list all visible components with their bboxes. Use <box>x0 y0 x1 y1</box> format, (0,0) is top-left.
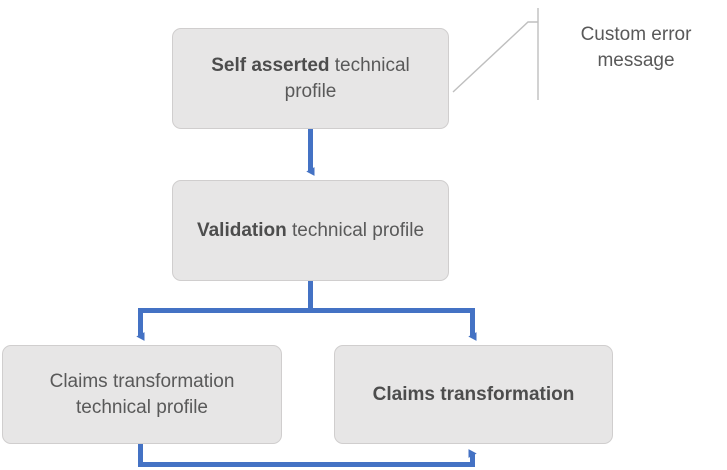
callout-custom-error-message: Custom error message <box>580 24 692 71</box>
connector-validation-to-claims-transformation-technical-profile <box>136 281 313 341</box>
connector-claims-transformation-technical-profile-to-claims-transformation <box>138 444 477 467</box>
node-label-emphasis: Self asserted <box>211 55 330 77</box>
node-label: Claims transformation technical profile <box>15 369 269 419</box>
node-label: Claims transformation <box>347 382 600 407</box>
node-label-emphasis: Claims transformation <box>372 383 575 405</box>
connector-validation-to-claims-transformation <box>308 281 477 341</box>
node-claims-transformation-technical-profile[interactable]: Claims transformation technical profile <box>2 345 282 444</box>
node-label-rest: Claims transformation technical profile <box>49 371 235 418</box>
node-self-asserted-technical-profile[interactable]: Self asserted technical profile <box>172 28 449 129</box>
node-label: Self asserted technical profile <box>185 53 436 103</box>
node-label-rest: technical profile <box>284 55 410 102</box>
node-label-rest: technical profile <box>286 219 425 241</box>
node-claims-transformation[interactable]: Claims transformation <box>334 345 613 444</box>
node-validation-technical-profile[interactable]: Validation technical profile <box>172 180 449 281</box>
node-label-emphasis: Validation <box>196 219 287 241</box>
callout-leader-line <box>452 8 539 100</box>
node-label: Validation technical profile <box>185 218 436 243</box>
